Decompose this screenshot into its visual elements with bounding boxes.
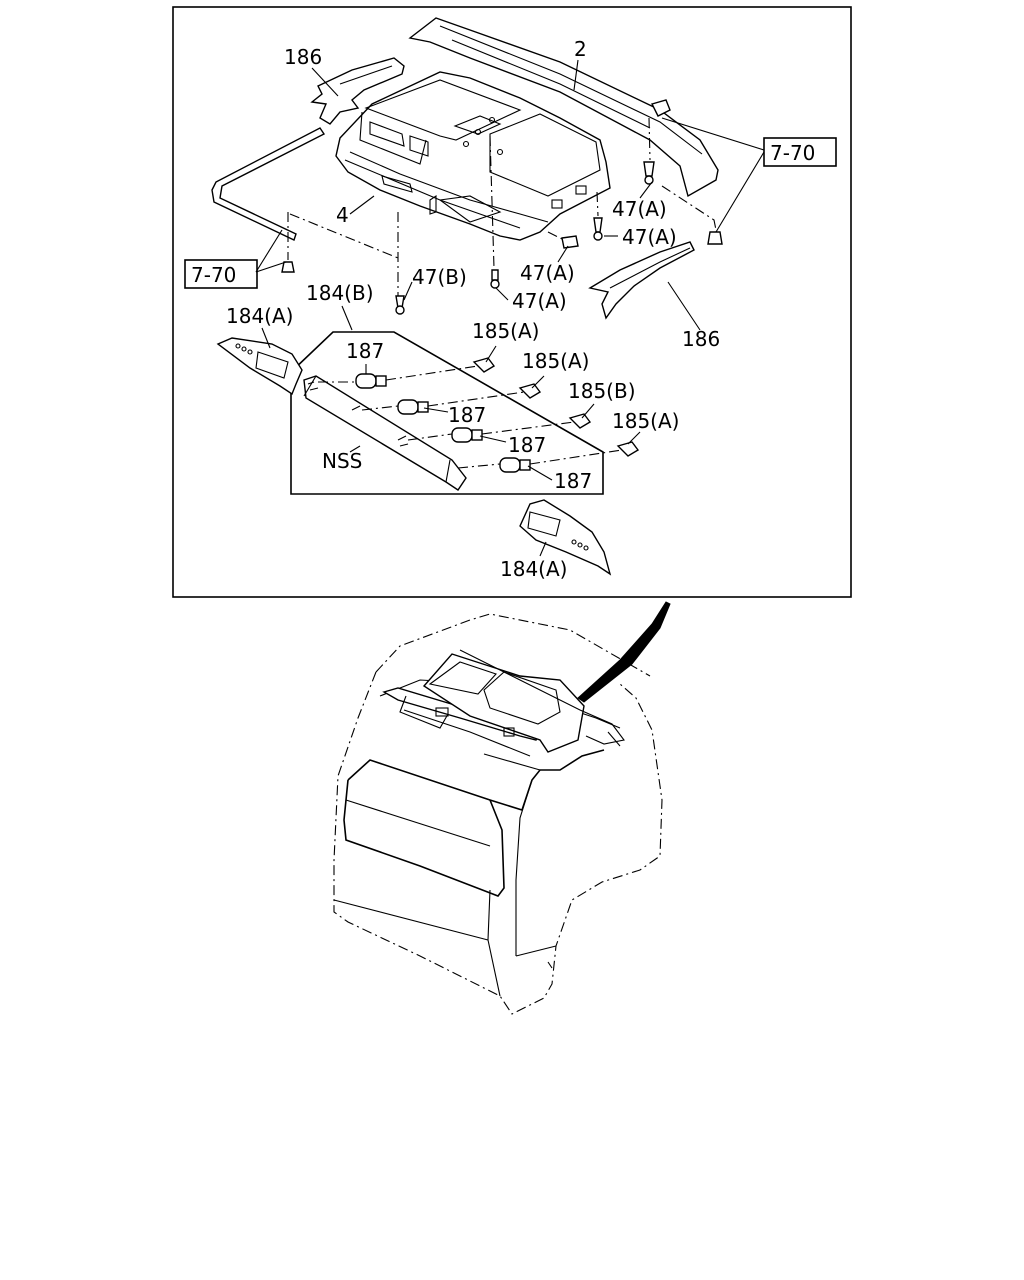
callout-185a-1: 185(A) xyxy=(472,319,539,343)
callout-770-left: 7-70 xyxy=(191,263,236,287)
callout-47a-1: 47(A) xyxy=(612,197,667,221)
leader-lines-top xyxy=(255,59,765,331)
callout-nss: NSS xyxy=(322,449,362,473)
callout-185a-2: 185(A) xyxy=(522,349,589,373)
curved-side-rail xyxy=(211,127,326,241)
part-186-left-bracket xyxy=(310,57,405,125)
sockets-185 xyxy=(472,357,640,457)
leader-184a-bottom xyxy=(539,541,547,557)
callout-187-2: 187 xyxy=(448,403,486,427)
callout-187-3: 187 xyxy=(508,433,546,457)
leader-184a-top xyxy=(261,327,271,349)
callout-185a-3: 185(A) xyxy=(612,409,679,433)
callout-184a-bottom: 184(A) xyxy=(500,557,567,581)
callout-box-770-right xyxy=(763,137,837,167)
leader-lines-nss xyxy=(365,345,641,481)
callout-187-1: 187 xyxy=(346,339,384,363)
callout-4: 4 xyxy=(336,203,349,227)
callout-186-right: 186 xyxy=(682,327,720,351)
nss-lamp-bar xyxy=(303,375,467,491)
detail-pointer xyxy=(577,601,671,703)
part-184a-top xyxy=(216,337,303,396)
part-186-right-bracket xyxy=(588,241,695,320)
callout-184b: 184(B) xyxy=(306,281,374,305)
assembly-lines-top xyxy=(287,117,717,296)
fasteners xyxy=(281,99,723,315)
callout-47b: 47(B) xyxy=(412,265,467,289)
callout-box-770-left xyxy=(184,259,258,289)
leader-nss xyxy=(349,445,361,453)
leader-184b xyxy=(341,305,353,331)
callout-186-top: 186 xyxy=(284,45,322,69)
callout-187-4: 187 xyxy=(554,469,592,493)
callout-47a-2: 47(A) xyxy=(622,225,677,249)
vehicle-cab xyxy=(333,613,663,1015)
part-184a-bottom xyxy=(519,499,612,576)
part-4-console xyxy=(335,71,611,241)
callout-47a-4: 47(A) xyxy=(512,289,567,313)
assembly-lines-nss xyxy=(318,365,623,469)
callout-2: 2 xyxy=(574,37,587,61)
callout-770-right: 7-70 xyxy=(770,141,815,165)
callout-185b: 185(B) xyxy=(568,379,636,403)
bulbs-187 xyxy=(355,373,531,473)
part-2-rail xyxy=(408,17,719,198)
exploded-view-frame xyxy=(172,6,852,598)
callout-47a-3: 47(A) xyxy=(520,261,575,285)
callout-184a-top: 184(A) xyxy=(226,304,293,328)
